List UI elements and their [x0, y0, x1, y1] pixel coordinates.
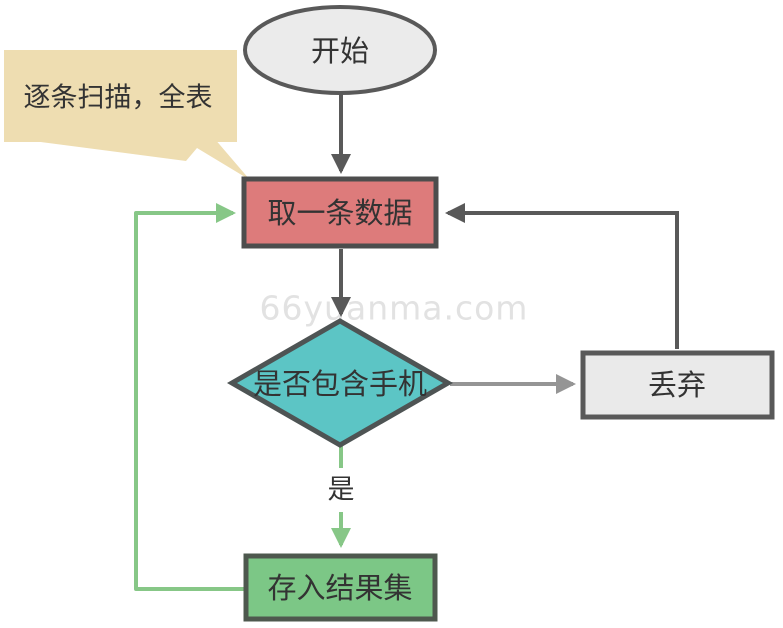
fetch-shape — [241, 176, 439, 249]
fetch-label: 取一条数据 — [267, 196, 412, 230]
start-node: 开始 — [243, 5, 437, 95]
edge-store-to-fetch — [134, 203, 245, 591]
store-node: 存入结果集 — [243, 553, 438, 622]
decision-node: 是否包含手机 — [226, 318, 454, 448]
start-shape — [243, 5, 437, 95]
fetch-node: 取一条数据 — [241, 176, 439, 249]
decision-shape — [226, 318, 454, 448]
decision-label: 是否包含手机 — [253, 367, 427, 401]
discard-node: 丢弃 — [580, 350, 775, 420]
start-label: 开始 — [311, 34, 369, 68]
edge-yes-label: 是 — [328, 475, 355, 506]
store-shape — [243, 553, 438, 622]
discard-shape — [580, 350, 775, 420]
watermark: 66yuanma.com — [260, 289, 529, 328]
callout-text: 逐条扫描，全表 — [24, 83, 213, 114]
discard-label: 丢弃 — [648, 368, 706, 402]
edge-discard-to-fetch — [445, 203, 679, 349]
callout-tail — [10, 138, 250, 180]
callout-bubble: 逐条扫描，全表 — [4, 50, 250, 180]
callout-body — [4, 50, 237, 142]
store-label: 存入结果集 — [267, 571, 412, 605]
